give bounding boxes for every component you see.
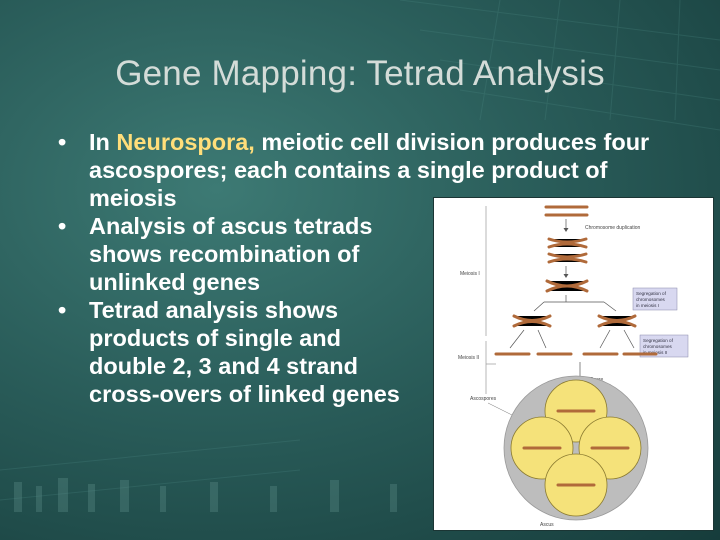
meiosis-figure: Meiosis I Meiosis II Chromosome duplicat… bbox=[433, 197, 714, 531]
ascospores-label: Ascospores bbox=[470, 396, 497, 402]
meiosis-diagram: Meiosis I Meiosis II Chromosome duplicat… bbox=[458, 205, 689, 528]
ascus-label: Ascus bbox=[540, 522, 554, 528]
meiosis-2-label: Meiosis II bbox=[458, 355, 479, 361]
bullet-text: meiotic cell division produces four asco… bbox=[89, 129, 650, 211]
svg-text:chromosomes: chromosomes bbox=[643, 344, 673, 349]
chromosome-duplication-label: Chromosome duplication bbox=[585, 225, 641, 231]
bullet-list: In Neurospora, meiotic cell division pro… bbox=[58, 128, 678, 408]
bullet-text: Analysis of ascus tetrads shows recombin… bbox=[89, 213, 373, 295]
segregation-1-label: Segregation of bbox=[636, 291, 667, 296]
segregation-2-label: Segregation of bbox=[643, 338, 674, 343]
bullet-text: Tetrad analysis shows products of single… bbox=[89, 297, 400, 407]
svg-text:in meiosis I: in meiosis I bbox=[636, 303, 659, 308]
meiosis-1-label: Meiosis I bbox=[460, 271, 480, 277]
highlight-term: Neurospora, bbox=[116, 129, 255, 155]
bullet-prefix: In bbox=[89, 129, 117, 155]
bullet-item: Tetrad analysis shows products of single… bbox=[58, 296, 409, 408]
ascus-icon bbox=[503, 375, 649, 521]
bullet-item: In Neurospora, meiotic cell division pro… bbox=[58, 128, 678, 212]
svg-text:chromosomes: chromosomes bbox=[636, 297, 666, 302]
slide-title: Gene Mapping: Tetrad Analysis bbox=[115, 54, 605, 93]
bullet-item: Analysis of ascus tetrads shows recombin… bbox=[58, 212, 419, 296]
